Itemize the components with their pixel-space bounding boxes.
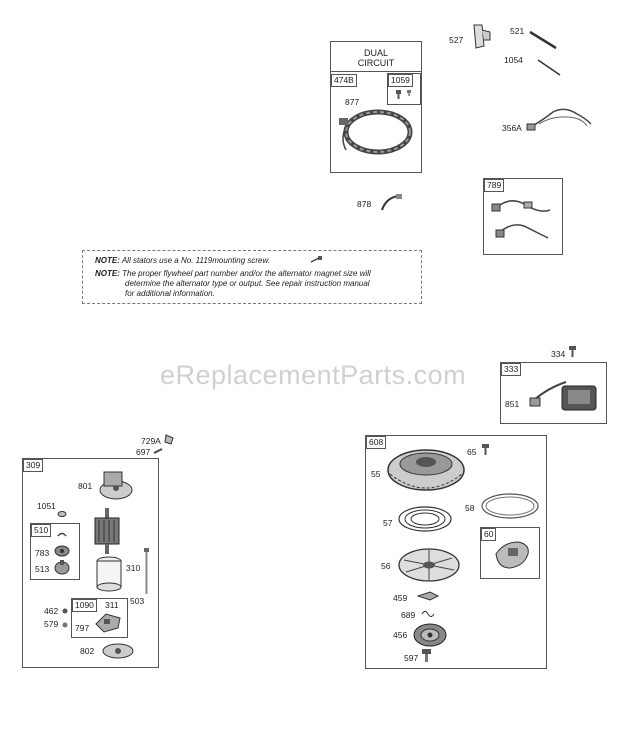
label-1054: 1054 bbox=[504, 55, 523, 65]
watermark: eReplacementParts.com bbox=[160, 360, 467, 390]
tag-789: 789 bbox=[484, 179, 505, 192]
clip-510-icon bbox=[57, 532, 67, 537]
label-356A: 356A bbox=[502, 123, 522, 133]
label-697: 697 bbox=[136, 447, 151, 457]
label-851: 851 bbox=[505, 399, 520, 409]
spring-57-icon bbox=[398, 506, 452, 532]
pulley-56-icon bbox=[398, 548, 460, 582]
label-802: 802 bbox=[80, 646, 95, 656]
dual-circuit-title: DUAL CIRCUIT bbox=[357, 48, 395, 68]
handle-60-icon bbox=[495, 541, 529, 569]
label-783: 783 bbox=[35, 548, 50, 558]
label-797: 797 bbox=[75, 623, 90, 633]
label-462: 462 bbox=[44, 606, 59, 616]
retainer-456-icon bbox=[413, 623, 447, 647]
armature-icon bbox=[94, 508, 120, 554]
bolt-503-icon bbox=[144, 548, 149, 594]
note-2: NOTE: The proper flywheel part number an… bbox=[95, 269, 371, 278]
note-2-line-3: for additional information. bbox=[125, 289, 215, 298]
housing-55-icon bbox=[387, 449, 465, 491]
ignition-coil-icon bbox=[529, 381, 597, 411]
dual-circuit-divider bbox=[331, 71, 421, 72]
harness-356A-icon bbox=[526, 108, 592, 131]
rope-58-icon bbox=[481, 493, 539, 519]
screw-697-icon bbox=[153, 448, 163, 454]
label-310: 310 bbox=[126, 563, 141, 573]
tag-510: 510 bbox=[31, 524, 52, 537]
label-459: 459 bbox=[393, 593, 408, 603]
pawl-459-icon bbox=[416, 591, 440, 601]
tag-1059: 1059 bbox=[388, 74, 413, 87]
tag-1090: 1090 bbox=[72, 599, 97, 612]
spring-689-icon bbox=[421, 611, 435, 617]
end-cap-801-icon bbox=[99, 471, 133, 500]
screw-462-icon bbox=[62, 608, 68, 614]
label-311: 311 bbox=[105, 600, 119, 610]
tag-60: 60 bbox=[481, 528, 497, 541]
label-1051: 1051 bbox=[37, 501, 56, 511]
label-513: 513 bbox=[35, 564, 50, 574]
bracket-527-icon bbox=[473, 24, 491, 49]
note-1: NOTE: All stators use a No. 1119mounting… bbox=[95, 256, 271, 265]
nut-579-icon bbox=[62, 622, 68, 628]
note-2-line-2: determine the alternator type or output.… bbox=[125, 279, 370, 288]
label-521: 521 bbox=[510, 26, 525, 36]
label-597: 597 bbox=[404, 653, 419, 663]
tag-608: 608 bbox=[366, 436, 387, 449]
label-456: 456 bbox=[393, 630, 408, 640]
plate-802-icon bbox=[102, 643, 134, 659]
label-877: 877 bbox=[345, 97, 360, 107]
label-878: 878 bbox=[357, 199, 372, 209]
tag-333: 333 bbox=[501, 363, 522, 376]
stator-icon bbox=[339, 109, 413, 155]
screw-334-icon bbox=[569, 346, 576, 357]
screw-65-icon bbox=[482, 444, 489, 455]
label-801: 801 bbox=[78, 481, 93, 491]
gear-783-icon bbox=[54, 545, 70, 557]
wire-1054-icon bbox=[537, 59, 561, 76]
label-689: 689 bbox=[401, 610, 416, 620]
label-579: 579 bbox=[44, 619, 59, 629]
label-56: 56 bbox=[381, 561, 391, 571]
label-57: 57 bbox=[383, 518, 393, 528]
harness-789-icon bbox=[491, 200, 551, 239]
screw-1059-icon bbox=[396, 90, 411, 99]
screw-597-icon bbox=[422, 649, 431, 662]
label-58: 58 bbox=[465, 503, 475, 513]
wire-878-icon bbox=[381, 194, 402, 211]
label-527: 527 bbox=[449, 35, 464, 45]
screw-note-icon bbox=[310, 256, 322, 263]
tag-309: 309 bbox=[23, 459, 44, 472]
label-65: 65 bbox=[467, 447, 477, 457]
label-503: 503 bbox=[130, 596, 145, 606]
clip-729A-icon bbox=[164, 434, 174, 445]
washer-1051-icon bbox=[57, 511, 67, 517]
brush-plate-icon bbox=[95, 613, 121, 633]
pin-521-icon bbox=[529, 30, 557, 50]
label-334: 334 bbox=[551, 349, 566, 359]
housing-310-icon bbox=[96, 556, 122, 592]
gear-513-icon bbox=[54, 560, 70, 575]
notes-box: NOTE: All stators use a No. 1119mounting… bbox=[82, 250, 422, 304]
label-55: 55 bbox=[371, 469, 381, 479]
tag-474B: 474B bbox=[331, 74, 357, 87]
label-729A: 729A bbox=[141, 436, 161, 446]
